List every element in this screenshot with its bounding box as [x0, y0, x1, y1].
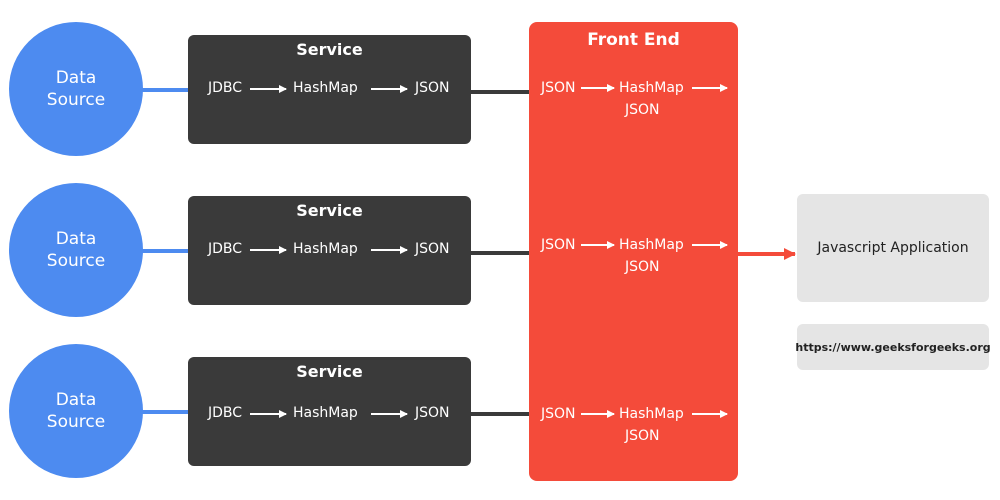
service-step-json: JSON [415, 80, 450, 96]
front-end-json-output: JSON [625, 428, 660, 444]
front-end-json-input: JSON [541, 237, 576, 253]
service-step-hashmap: HashMap [293, 405, 358, 421]
watermark-url-text: https://www.geeksforgeeks.org [795, 340, 991, 354]
data-source-label: Source [46, 251, 106, 271]
front-end-hashmap: HashMap [619, 406, 684, 422]
data-source-label: Source [46, 90, 106, 110]
service-box-3: Service JDBC HashMap JSON [188, 357, 471, 466]
service-step-json: JSON [415, 405, 450, 421]
front-end-title: Front End [587, 30, 680, 50]
front-end-json-output: JSON [625, 259, 660, 275]
data-source-3: Data Source [9, 344, 143, 478]
source-connector-3 [140, 410, 190, 414]
front-end-hashmap: HashMap [619, 237, 684, 253]
service-step-jdbc: JDBC [208, 80, 243, 96]
front-end-json-output: JSON [625, 102, 660, 118]
service-connector-1 [468, 90, 530, 94]
service-step-jdbc: JDBC [208, 241, 243, 257]
front-end-hashmap: HashMap [619, 80, 684, 96]
service-step-jdbc: JDBC [208, 405, 243, 421]
service-step-hashmap: HashMap [293, 80, 358, 96]
service-step-json: JSON [415, 241, 450, 257]
data-source-2: Data Source [9, 183, 143, 317]
source-connector-2 [140, 249, 190, 253]
javascript-application-label: Javascript Application [817, 240, 969, 256]
javascript-application-box: Javascript Application [797, 194, 989, 302]
data-source-label: Data [55, 229, 97, 249]
data-source-label: Data [55, 68, 97, 88]
watermark-url: https://www.geeksforgeeks.org [795, 324, 991, 370]
front-end-json-input: JSON [541, 80, 576, 96]
front-end-box: Front End JSON HashMap JSON JSON HashMap… [529, 22, 738, 481]
service-connector-3 [468, 412, 530, 416]
service-box-2: Service JDBC HashMap JSON [188, 196, 471, 305]
service-step-hashmap: HashMap [293, 241, 358, 257]
source-connector-1 [140, 88, 190, 92]
service-title: Service [296, 362, 363, 381]
service-box-1: Service JDBC HashMap JSON [188, 35, 471, 144]
front-end-json-input: JSON [541, 406, 576, 422]
data-source-label: Source [46, 412, 106, 432]
service-title: Service [296, 201, 363, 220]
data-source-1: Data Source [9, 22, 143, 156]
data-source-label: Data [55, 390, 97, 410]
service-connector-2 [468, 251, 530, 255]
service-title: Service [296, 40, 363, 59]
